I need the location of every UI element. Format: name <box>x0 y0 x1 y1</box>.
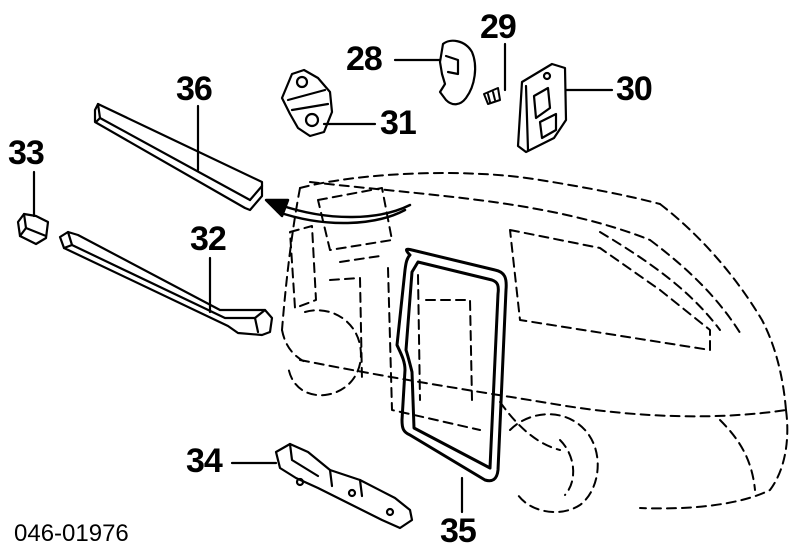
callout-30: 30 <box>616 70 653 108</box>
callout-33: 33 <box>8 134 45 172</box>
van-outline <box>281 172 789 513</box>
striker-bracket-part <box>280 68 334 138</box>
track-bracket-part <box>274 442 414 530</box>
hinge-bracket-part <box>516 62 568 154</box>
door-seal-part <box>395 247 508 483</box>
callout-35: 35 <box>440 512 477 550</box>
location-arrow <box>264 198 412 225</box>
clip-part <box>483 87 501 105</box>
upper-rail-part <box>93 102 264 212</box>
callout-34: 34 <box>186 442 223 480</box>
callout-28: 28 <box>346 40 383 78</box>
callout-31: 31 <box>380 104 417 142</box>
callout-29: 29 <box>480 8 517 46</box>
shim-plate-part <box>438 39 477 106</box>
leader-lines <box>32 42 614 514</box>
end-cap-part <box>16 212 50 246</box>
callout-32: 32 <box>190 220 227 258</box>
reference-code: 046-01976 <box>14 520 129 547</box>
callout-36: 36 <box>176 70 213 108</box>
lower-rail-part <box>58 230 274 337</box>
